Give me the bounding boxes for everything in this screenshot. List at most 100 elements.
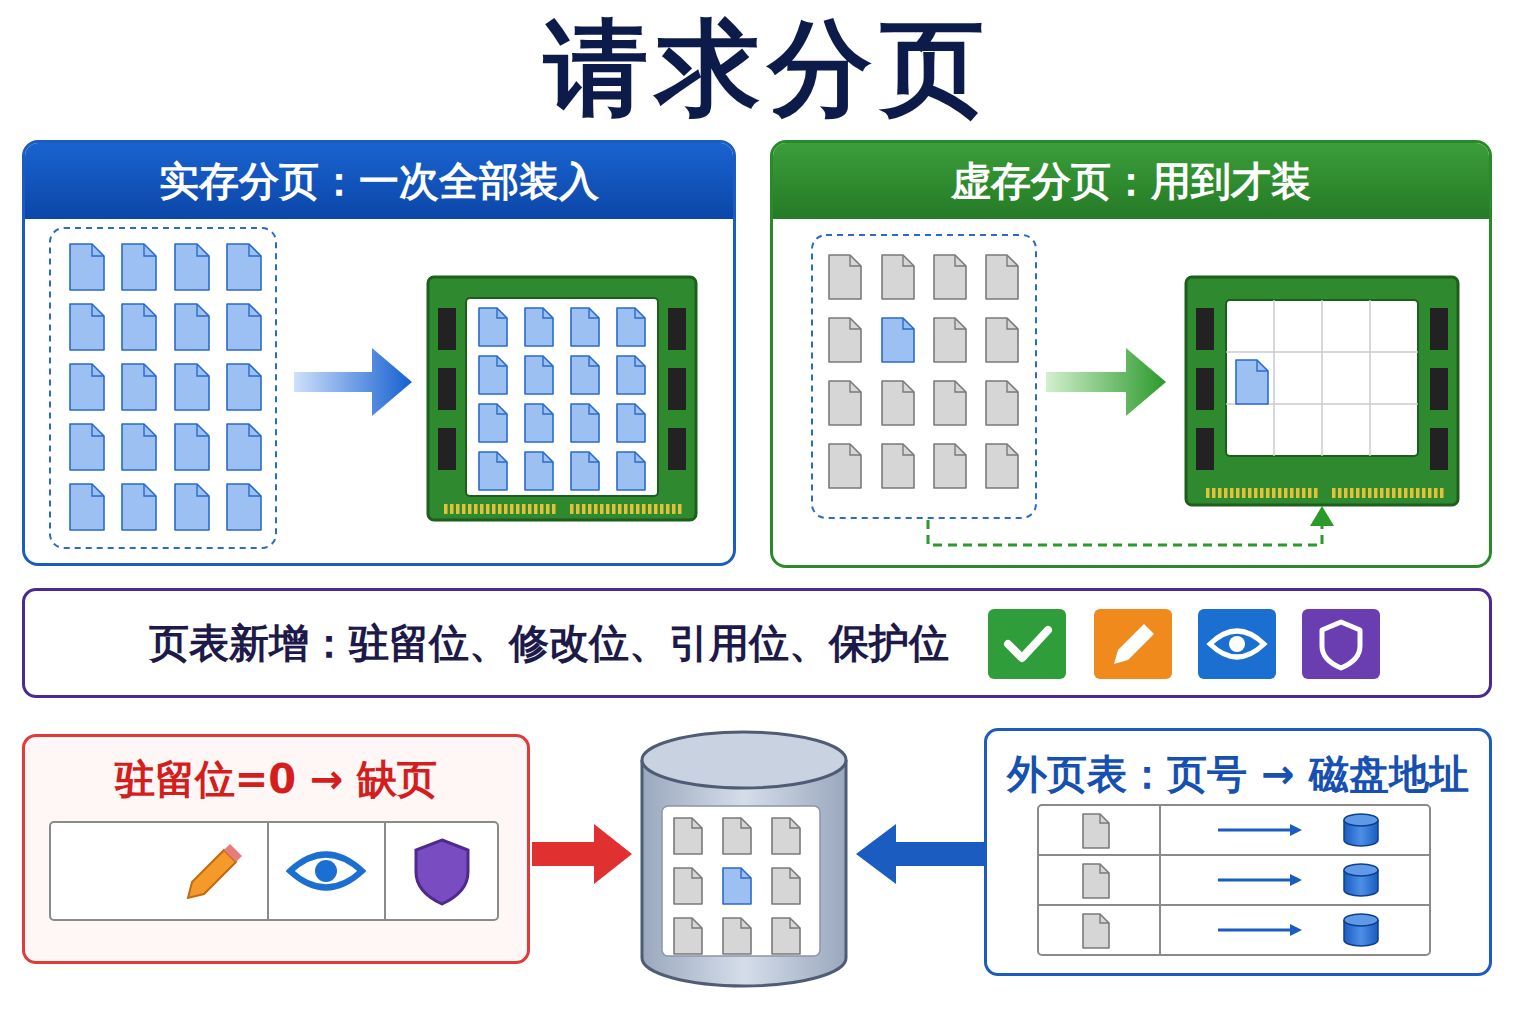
page-icon [122,304,156,350]
contact-pin [1380,488,1384,498]
page-fold [790,918,800,928]
page-icon [479,308,507,346]
contact-pin [1392,488,1396,498]
contact-pin [1338,488,1342,498]
contact-pin [672,504,676,514]
page-icon [674,868,702,904]
page-fold [635,404,645,414]
page-fold [1100,914,1109,923]
contact-pin [468,504,472,514]
contact-pin [1218,488,1222,498]
contact-pin [630,504,634,514]
page-icon [227,364,261,410]
page-icon [674,918,702,954]
contact-pin [582,504,586,514]
page-fold [955,318,966,329]
page-icon [122,244,156,290]
page-fold [543,452,553,462]
page-icon [934,255,966,299]
contact-pin [1278,488,1282,498]
map-arrow-head [1290,874,1302,886]
page-fold [903,255,914,266]
page-icon [227,484,261,530]
contact-pin [606,504,610,514]
map-arrow-head [1290,924,1302,936]
page-icon [829,444,861,488]
contact-pin [504,504,508,514]
contact-pin [498,504,502,514]
page-icon [617,308,645,346]
page-group [50,228,276,548]
page-icon [882,444,914,488]
node-heading: 驻留位=0 → 缺页 [25,749,527,809]
page-icon [934,381,966,425]
page-icon [882,318,914,362]
contact-pin [612,504,616,514]
page-icon [829,318,861,362]
page-icon [1083,814,1109,848]
page-fold [249,424,261,436]
contact-pin [1266,488,1270,498]
contact-pin [444,504,448,514]
page-fold [497,404,507,414]
contact-pin [552,504,556,514]
contact-pin [462,504,466,514]
page-fold [955,255,966,266]
page-group [812,235,1036,518]
page-icon [70,244,104,290]
disk-address-top [1344,814,1378,826]
page-icon [571,308,599,346]
fault-arrow [532,824,632,884]
page-fold [249,244,261,256]
page-fold [144,244,156,256]
resident-bit-cell: 0 [53,822,156,920]
page-icon [934,318,966,362]
contact-pin [456,504,460,514]
contact-pin [1404,488,1408,498]
page-fold [92,484,104,496]
page-icon [617,404,645,442]
page-icon [1083,864,1109,898]
page-icon [1083,914,1109,948]
page-fold [249,304,261,316]
page-icon [175,484,209,530]
page-icon [882,381,914,425]
contact-pin [1284,488,1288,498]
contact-pin [510,504,514,514]
page-icon [772,818,800,854]
page-icon [829,381,861,425]
page-fold [635,452,645,462]
external-table [1038,805,1430,955]
page-icon [70,424,104,470]
page-fold [497,452,507,462]
contact-pin [486,504,490,514]
page-fold [1100,864,1109,873]
contact-pin [1206,488,1210,498]
lookup-arrow [856,824,984,884]
page-fold [249,484,261,496]
node-heading: 外页表：页号 → 磁盘地址 [987,743,1489,805]
contact-pin [516,504,520,514]
page-fold [1007,318,1018,329]
page-icon [772,918,800,954]
map-arrow [1218,929,1292,932]
disk-address-top [1344,914,1378,926]
page-fold [144,424,156,436]
page-fold [850,318,861,329]
contact-pin [1296,488,1300,498]
contact-pin [1230,488,1234,498]
page-fold [249,364,261,376]
contact-pin [1314,488,1318,498]
load-path [928,520,1322,545]
page-fold [589,404,599,414]
page-icon [525,452,553,490]
contact-pin [1332,488,1336,498]
contact-pin [1254,488,1258,498]
contact-pin [1224,488,1228,498]
page-icon [723,918,751,954]
page-fold [692,818,702,828]
contact-pin [678,504,682,514]
page-fold [850,255,861,266]
page-icon [986,318,1018,362]
page-fold [1257,360,1268,371]
